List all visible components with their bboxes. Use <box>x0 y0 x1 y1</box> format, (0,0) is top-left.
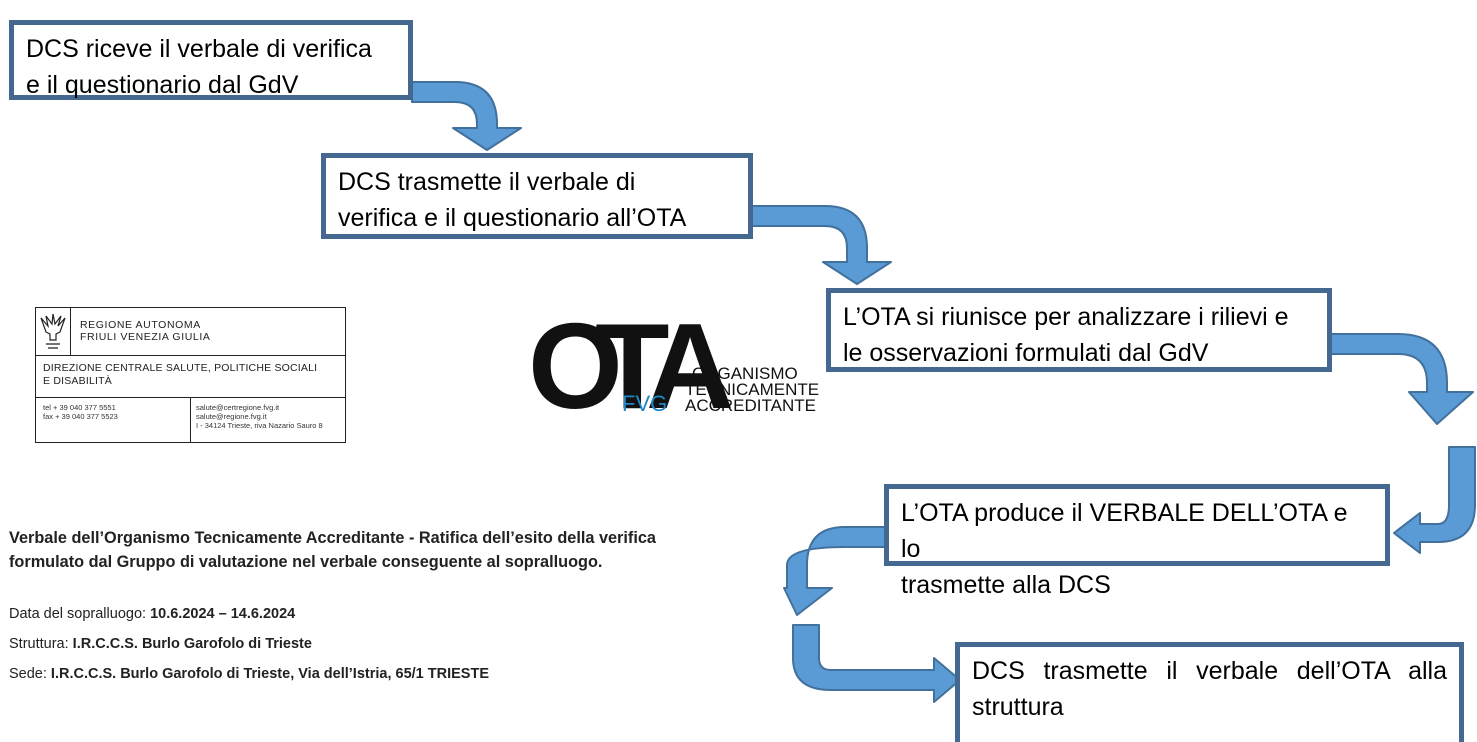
flow-step-4: L’OTA produce il VERBALE DELL’OTA e lo t… <box>884 484 1390 599</box>
document-title-line-2: formulato dal Gruppo di valutazione nel … <box>9 553 603 571</box>
flow-step-3-line-2: le osservazioni formulati dal GdV <box>843 339 1209 367</box>
field-structure: Struttura: I.R.C.C.S. Burlo Garofolo di … <box>9 636 312 652</box>
region-name: REGIONE AUTONOMA FRIULI VENEZIA GIULIA <box>80 319 210 343</box>
flow-step-5-line-1: DCS trasmette il verbale dell’OTA alla <box>972 657 1447 685</box>
flow-step-1-line-2: e il questionario dal GdV <box>26 71 299 99</box>
region-contacts: salute@certregione.fvg.it salute@regione… <box>196 403 323 430</box>
arrow-step4-to-step5-right <box>792 624 961 703</box>
region-phones: tel + 39 040 377 5551 fax + 39 040 377 5… <box>43 403 118 421</box>
region-name-line-1: REGIONE AUTONOMA <box>80 319 201 331</box>
arrow-step3-to-step4-down <box>1330 333 1474 425</box>
region-email: salute@regione.fvg.it <box>196 412 267 421</box>
flow-step-2-line-2: verifica e il questionario all’OTA <box>338 204 687 232</box>
arrow-step4-to-step5-curve <box>783 526 890 616</box>
field-date-value: 10.6.2024 – 14.6.2024 <box>150 606 296 622</box>
flow-step-1: DCS riceve il verbale di verifica e il q… <box>9 20 413 100</box>
field-date: Data del sopralluogo: 10.6.2024 – 14.6.2… <box>9 606 295 622</box>
field-date-label: Data del sopralluogo: <box>9 606 151 622</box>
document-title: Verbale dell’Organismo Tecnicamente Accr… <box>9 526 656 574</box>
flow-step-5: DCS trasmette il verbale dell’OTA alla s… <box>955 642 1464 742</box>
region-direction-line-1: DIREZIONE CENTRALE SALUTE, POLITICHE SOC… <box>43 362 318 374</box>
flow-step-2: DCS trasmette il verbale di verifica e i… <box>321 153 753 239</box>
field-seat-value: I.R.C.C.S. Burlo Garofolo di Trieste, Vi… <box>50 666 489 682</box>
arrow-step2-to-step3 <box>751 205 892 285</box>
field-structure-value: I.R.C.C.S. Burlo Garofolo di Trieste <box>72 636 312 652</box>
eagle-emblem-icon <box>36 308 71 355</box>
flow-step-3-line-1: L’OTA si riunisce per analizzare i rilie… <box>843 303 1289 331</box>
field-structure-label: Struttura: <box>9 636 73 652</box>
region-address: I - 34124 Trieste, riva Nazario Sauro 8 <box>196 421 323 430</box>
region-phone: tel + 39 040 377 5551 <box>43 403 116 412</box>
arrow-step3-to-step4-left <box>1393 446 1476 554</box>
document-title-line-1: Verbale dell’Organismo Tecnicamente Accr… <box>9 529 656 547</box>
flow-step-2-line-1: DCS trasmette il verbale di <box>338 168 636 196</box>
ota-logo-letter-a: A <box>646 305 734 420</box>
flow-step-3: L’OTA si riunisce per analizzare i rilie… <box>826 288 1332 372</box>
flow-step-1-line-1: DCS riceve il verbale di verifica <box>26 35 372 63</box>
field-seat-label: Sede: <box>9 666 51 682</box>
region-direction: DIREZIONE CENTRALE SALUTE, POLITICHE SOC… <box>43 362 317 388</box>
flow-step-4-line-2: trasmette alla DCS <box>901 571 1111 599</box>
region-pec-email: salute@certregione.fvg.it <box>196 403 280 412</box>
region-name-line-2: FRIULI VENEZIA GIULIA <box>80 331 211 343</box>
ota-logo-word-3: ACCREDITANTE <box>685 396 816 415</box>
region-fax: fax + 39 040 377 5523 <box>43 412 118 421</box>
ota-logo: O T A FVG ORGANISMO TECNICAMENTE ACCREDI… <box>530 305 819 420</box>
flow-step-4-line-1: L’OTA produce il VERBALE DELL’OTA e lo <box>901 499 1348 563</box>
region-letterhead: REGIONE AUTONOMA FRIULI VENEZIA GIULIA D… <box>35 307 346 443</box>
ota-logo-word-2: TECNICAMENTE <box>685 380 819 399</box>
ota-logo-fvg: FVG <box>622 391 667 416</box>
field-seat: Sede: I.R.C.C.S. Burlo Garofolo di Tries… <box>9 666 489 682</box>
ota-logo-word-1: ORGANISMO <box>692 364 798 383</box>
flow-step-5-line-2: struttura <box>972 693 1064 721</box>
ota-logo-letter-t: T <box>595 305 670 420</box>
ota-logo-letter-o: O <box>530 305 623 420</box>
region-direction-line-2: E DISABILITÀ <box>43 375 112 387</box>
arrow-step1-to-step2 <box>411 81 522 151</box>
